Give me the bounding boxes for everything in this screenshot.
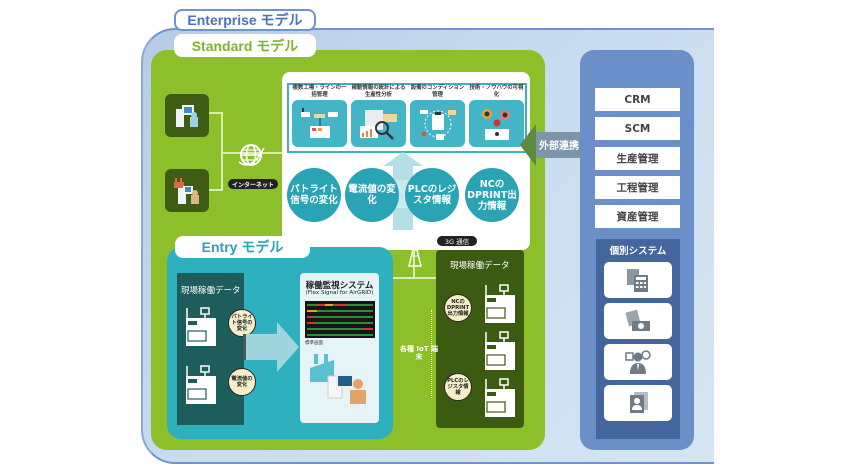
machine-icon: [485, 331, 515, 370]
connector-line: [221, 112, 223, 191]
data-circle-patlite: パトライト信号の変化: [287, 168, 341, 222]
system-asset-management: 資産管理: [595, 205, 680, 228]
signal-patlite-circle: パトライト信号の変化: [228, 309, 256, 337]
signal-current-circle: 電流値の変化: [228, 368, 256, 396]
feature-card: 設備のコンディション管理: [410, 85, 465, 147]
feature-card: 稼動情報の統計による生産性分析: [351, 85, 406, 147]
individual-system-item: [604, 303, 672, 339]
machine-icon: [485, 284, 515, 323]
factory-line-icon: [292, 100, 347, 147]
connector-line: [413, 250, 415, 278]
antenna-tower-icon: [405, 233, 425, 267]
feature-title: 設備のコンディション管理: [410, 85, 465, 98]
machine-icon: [186, 365, 216, 404]
office-pc-box: [165, 94, 209, 137]
entry-field-data-heading: 現場稼働データ: [181, 286, 241, 296]
monitoring-system-title: 稼働監視システム: [305, 281, 374, 291]
data-circle-plc: PLCのレジスタ情報: [405, 168, 459, 222]
data-circle-current: 電流値の変化: [345, 168, 399, 222]
know-how-people-icon: [469, 100, 524, 147]
iot-devices-label: 各種 IoT 端末: [399, 345, 439, 361]
monitoring-screen-caption: 標準画面: [305, 341, 323, 346]
system-scm: SCM: [595, 117, 680, 140]
feature-group: 複数工場・ラインの一括管理 稼動情報の統計による生産性分析 設備のコンディション…: [287, 83, 527, 153]
factory-pc-box: [165, 169, 209, 212]
individual-system-item: [604, 262, 672, 298]
feature-title: 技術・ノウハウの可視化: [469, 85, 524, 98]
iot-dotted-line: [431, 310, 432, 398]
connector-line: [204, 112, 221, 114]
entry-model-tab: Entry モデル: [175, 236, 310, 258]
machine-icon: [485, 378, 515, 417]
feature-title: 稼動情報の統計による生産性分析: [351, 85, 406, 98]
external-link-label: 外部連携: [539, 141, 579, 152]
enterprise-model-tab: Enterprise モデル: [174, 9, 316, 31]
system-crm: CRM: [595, 88, 680, 111]
individual-systems-title: 個別システム: [609, 246, 667, 257]
monitoring-dashboard-screenshot: [305, 301, 375, 338]
3g-label: 3G 通信: [437, 236, 477, 246]
connector-line: [221, 152, 283, 154]
system-production-management: 生産管理: [595, 147, 680, 170]
connector-line: [393, 277, 438, 279]
calculator-documents-icon: [627, 269, 648, 292]
office-pc-icon: [176, 104, 198, 127]
feature-card: 技術・ノウハウの可視化: [469, 85, 524, 147]
machine-icons-group: [485, 284, 515, 417]
individual-system-item: [604, 344, 672, 380]
internet-globe-icon: [238, 144, 265, 166]
factory-operator-icon: [310, 354, 366, 404]
standard-model-tab: Standard モデル: [174, 34, 316, 57]
money-bills-icon: [625, 309, 650, 331]
field-data-heading: 現場稼働データ: [450, 261, 510, 271]
internet-label: インターネット: [228, 179, 278, 189]
individual-system-item: [604, 385, 672, 421]
factory-pc-icon: [174, 177, 199, 204]
external-link-arrow: [520, 120, 598, 170]
signal-nc-circle: NCのDPRINT出力情報: [444, 294, 472, 322]
connector-line: [204, 189, 221, 191]
feature-card: 複数工場・ラインの一括管理: [292, 85, 347, 147]
data-circle-nc: NCのDPRINT出力情報: [465, 168, 519, 222]
employee-clock-icon: [625, 350, 651, 374]
system-process-management: 工程管理: [595, 176, 680, 199]
machine-icon: [186, 307, 216, 346]
analysis-magnifier-icon: [351, 100, 406, 147]
entry-flow-arrow: [243, 322, 299, 372]
signal-plc-circle: PLCのレジスタ情報: [444, 373, 472, 401]
entry-machine-icons-group: [186, 307, 216, 404]
clipboard-condition-icon: [410, 100, 465, 147]
id-card-icon: [630, 392, 648, 413]
monitoring-system-subtitle: (Flex Signal for AirGRID): [305, 290, 374, 296]
feature-title: 複数工場・ラインの一括管理: [292, 85, 347, 98]
